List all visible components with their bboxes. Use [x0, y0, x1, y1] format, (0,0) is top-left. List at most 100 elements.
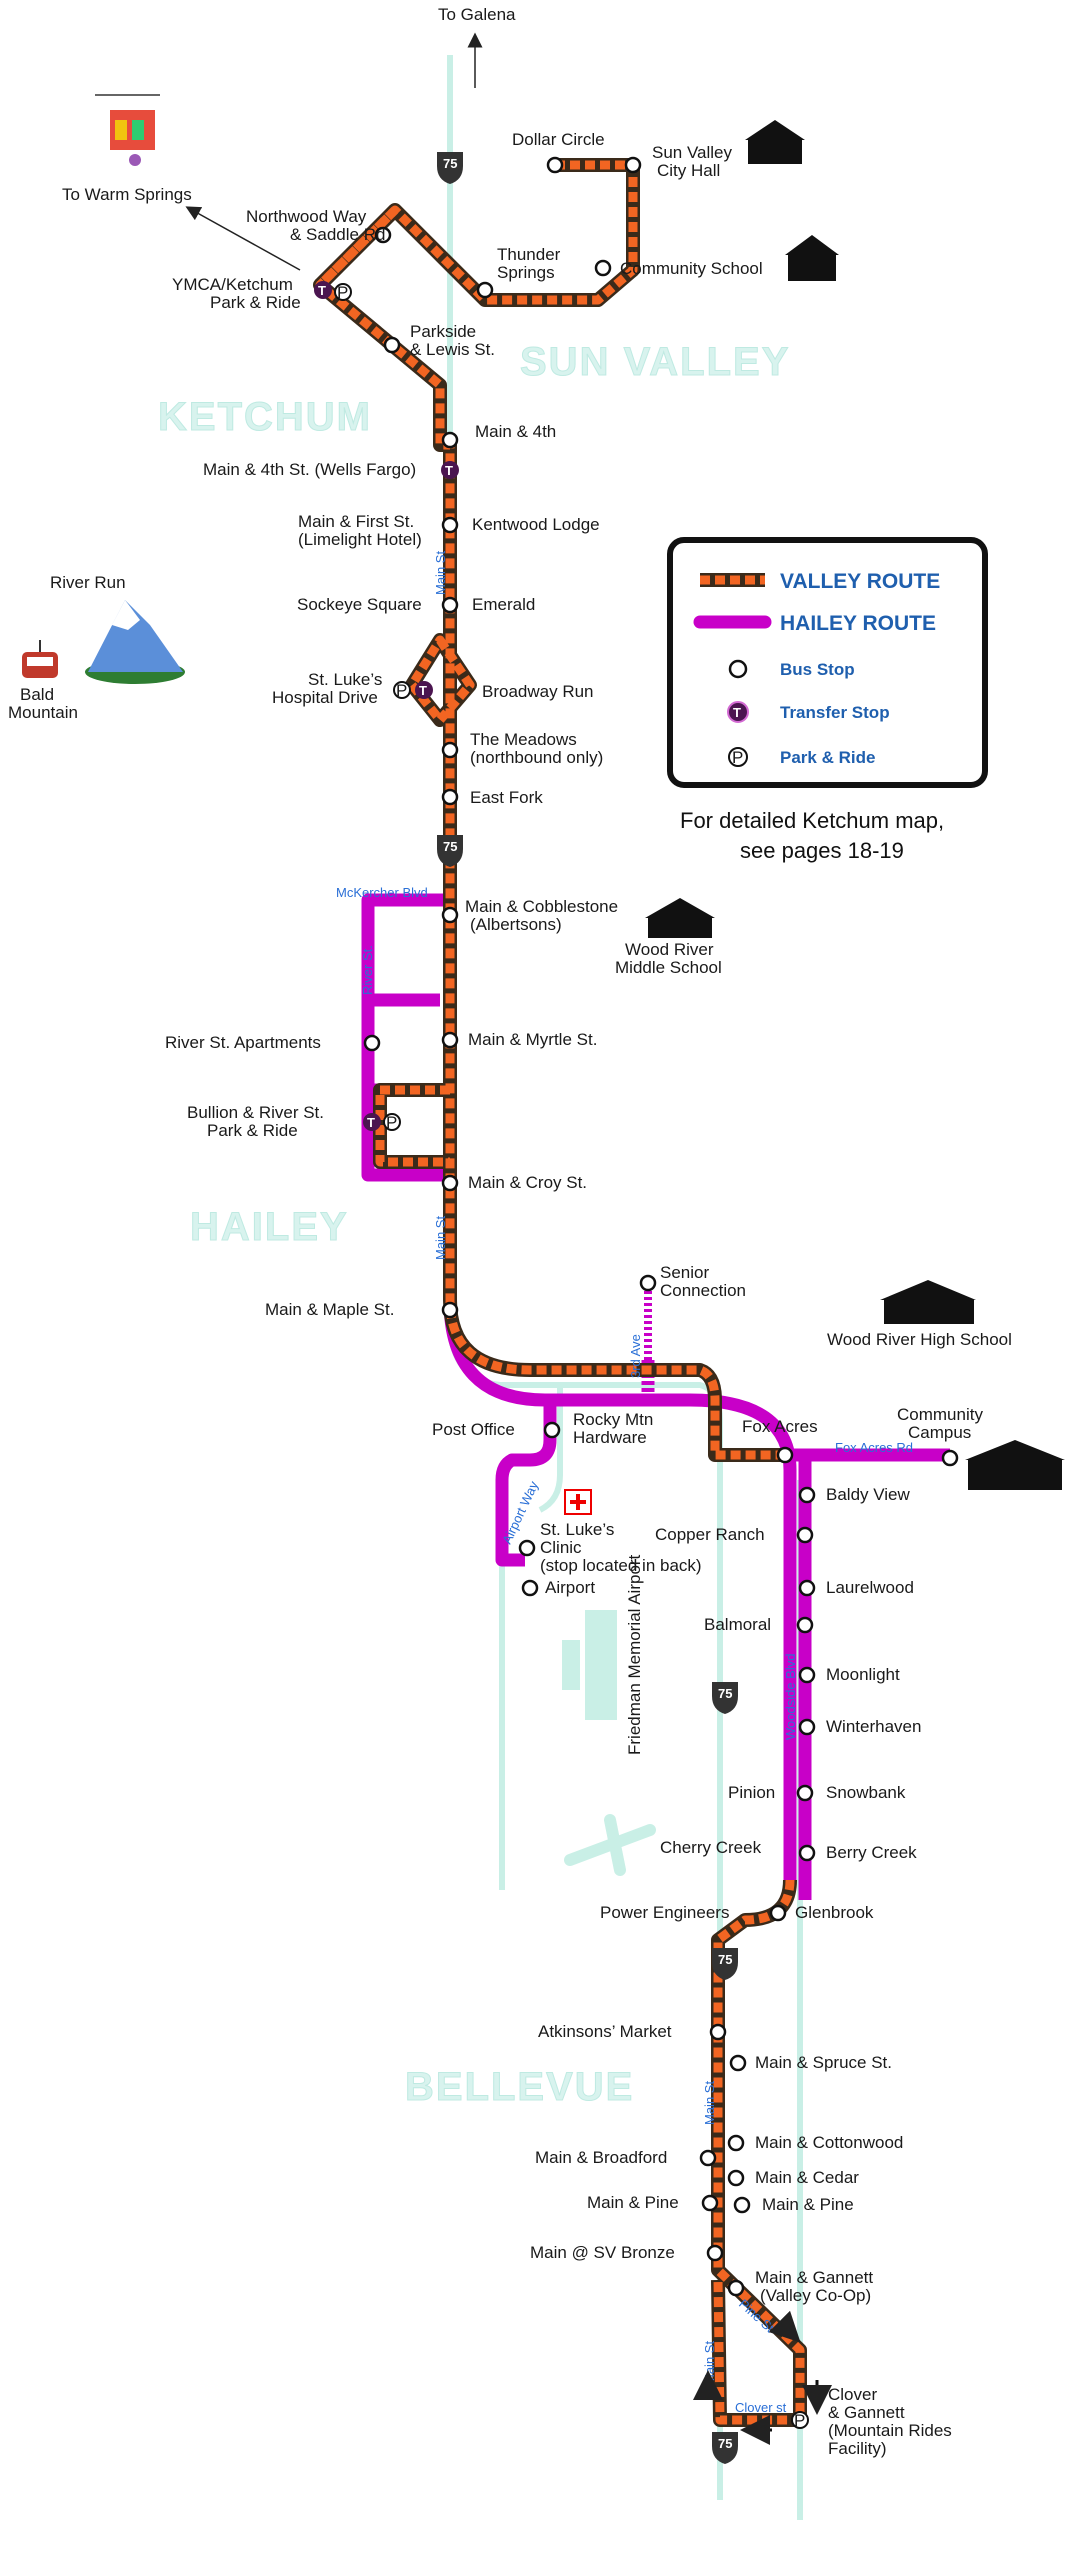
- label-main-sv-bronze: Main @ SV Bronze: [530, 2243, 675, 2262]
- label-st-lukes-clinic: St. Luke’s: [540, 1520, 614, 1539]
- svg-text:T: T: [318, 283, 326, 298]
- stop-main-pine-e[interactable]: [733, 2196, 751, 2214]
- stop-atkinsons[interactable]: [709, 2023, 727, 2041]
- svg-text:75: 75: [443, 156, 457, 171]
- valley-route-line: [313, 158, 807, 2427]
- stop-copper-ranch[interactable]: [796, 1526, 814, 1544]
- ketchum-map-note-line2: see pages 18-19: [740, 838, 904, 863]
- transfer-stop-st-lukes[interactable]: T: [415, 681, 433, 699]
- stop-main-spruce[interactable]: [729, 2054, 747, 2072]
- stop-laurelwood[interactable]: [798, 1579, 816, 1597]
- to-warm-springs-arrow-icon: [185, 206, 301, 271]
- transfer-stop-wells-fargo[interactable]: T: [441, 461, 459, 479]
- stop-main-cobblestone[interactable]: [441, 906, 459, 924]
- transfer-stop-bullion[interactable]: T: [363, 1113, 381, 1131]
- stop-main-cedar[interactable]: [727, 2169, 745, 2187]
- stop-parkside[interactable]: [383, 336, 401, 354]
- legend: VALLEY ROUTE HAILEY ROUTE Bus Stop T Tra…: [667, 537, 988, 788]
- stop-baldy-view[interactable]: [798, 1486, 816, 1504]
- stop-main-gannett[interactable]: [727, 2279, 745, 2297]
- sun-valley-city-hall-icon: [745, 120, 805, 164]
- label-broadway-run: Broadway Run: [482, 682, 594, 701]
- legend-valley-route: VALLEY ROUTE: [780, 570, 940, 593]
- stop-pinion-snowbank[interactable]: [796, 1784, 814, 1802]
- legend-bus-stop-icon: [728, 659, 748, 679]
- stop-community-school[interactable]: [594, 259, 612, 277]
- label-main-cobblestone-2: (Albertsons): [470, 915, 562, 934]
- stop-east-fork[interactable]: [441, 788, 459, 806]
- stop-main-first[interactable]: [441, 516, 459, 534]
- label-main-gannett-2: (Valley Co-Op): [760, 2286, 871, 2305]
- stop-main-broadford[interactable]: [699, 2149, 717, 2167]
- stop-main-sv-bronze[interactable]: [706, 2244, 724, 2262]
- svg-text:T: T: [445, 463, 453, 478]
- label-main-gannett: Main & Gannett: [755, 2268, 873, 2287]
- highway-shield: 75: [712, 1948, 738, 1980]
- stop-main-4th[interactable]: [441, 431, 459, 449]
- park-ride-bullion[interactable]: P: [383, 1113, 401, 1132]
- transfer-stop-ymca[interactable]: T: [314, 281, 332, 299]
- label-main-pine-w: Main & Pine: [587, 2193, 679, 2212]
- stop-river-st-apartments[interactable]: [363, 1034, 381, 1052]
- stop-balmoral[interactable]: [796, 1616, 814, 1634]
- svg-text:75: 75: [718, 1952, 732, 1967]
- park-ride-clover[interactable]: P: [791, 2411, 809, 2430]
- label-pinion: Pinion: [728, 1783, 775, 1802]
- park-ride-st-lukes[interactable]: P: [393, 681, 411, 700]
- svg-text:P: P: [386, 1113, 397, 1132]
- label-clover-gannett: Clover: [828, 2385, 877, 2404]
- label-ymca-2: Park & Ride: [210, 293, 301, 312]
- community-campus-icon: [965, 1440, 1065, 1490]
- label-bullion-river-2: Park & Ride: [207, 1121, 298, 1140]
- label-clover-gannett-4: Facility): [828, 2439, 887, 2458]
- label-community-campus: Community: [897, 1405, 983, 1424]
- label-glenbrook: Glenbrook: [795, 1903, 874, 1922]
- label-winterhaven: Winterhaven: [826, 1717, 921, 1736]
- chairlift-icon: [95, 94, 160, 166]
- stop-main-croy[interactable]: [441, 1174, 459, 1192]
- stop-power-engineers[interactable]: [769, 1904, 787, 1922]
- label-bullion-river: Bullion & River St.: [187, 1103, 324, 1122]
- highway-shield: 75: [712, 2432, 738, 2464]
- airport-name-label: Friedman Memorial Airport: [625, 1554, 644, 1755]
- stop-winterhaven[interactable]: [798, 1718, 816, 1736]
- park-ride-ymca[interactable]: P: [334, 283, 352, 302]
- legend-transfer-stop: Transfer Stop: [780, 703, 890, 722]
- stop-the-meadows[interactable]: [441, 741, 459, 759]
- stop-dollar-circle[interactable]: [546, 156, 564, 174]
- stop-sockeye-emerald[interactable]: [441, 596, 459, 614]
- stop-fox-acres[interactable]: [776, 1446, 794, 1464]
- stop-berry-creek[interactable]: [798, 1844, 816, 1862]
- stop-northwood-way[interactable]: [374, 226, 392, 244]
- stop-st-lukes-clinic[interactable]: [518, 1539, 536, 1557]
- bald-mountain-label-line2: Mountain: [8, 703, 78, 722]
- stop-main-cottonwood[interactable]: [727, 2134, 745, 2152]
- stop-airport[interactable]: [521, 1579, 539, 1597]
- svg-text:75: 75: [718, 1686, 732, 1701]
- legend-bus-stop: Bus Stop: [780, 660, 855, 679]
- label-copper-ranch: Copper Ranch: [655, 1525, 765, 1544]
- label-main-4th: Main & 4th: [475, 422, 556, 441]
- label-main-maple: Main & Maple St.: [265, 1300, 394, 1319]
- stop-sun-valley-city-hall[interactable]: [624, 156, 642, 174]
- label-community-campus-2: Campus: [908, 1423, 971, 1442]
- label-rocky-mtn: Rocky Mtn: [573, 1410, 653, 1429]
- legend-transfer-icon: [727, 701, 749, 723]
- label-dollar-circle: Dollar Circle: [512, 130, 605, 149]
- label-laurelwood: Laurelwood: [826, 1578, 914, 1597]
- stop-main-maple[interactable]: [441, 1301, 459, 1319]
- stop-moonlight[interactable]: [798, 1666, 816, 1684]
- town-bellevue: BELLEVUE: [405, 2065, 634, 2109]
- stop-main-pine-w[interactable]: [701, 2194, 719, 2212]
- stop-post-office[interactable]: [543, 1421, 561, 1439]
- stop-main-myrtle[interactable]: [441, 1031, 459, 1049]
- town-sun-valley: SUN VALLEY: [520, 340, 790, 384]
- label-east-fork: East Fork: [470, 788, 543, 807]
- stop-senior-connection[interactable]: [639, 1274, 657, 1292]
- stop-thunder-springs[interactable]: [476, 281, 494, 299]
- label-parkside: Parkside: [410, 322, 476, 341]
- ketchum-map-note-line1: For detailed Ketchum map,: [680, 808, 944, 833]
- label-kentwood-lodge: Kentwood Lodge: [472, 515, 600, 534]
- stop-community-campus[interactable]: [941, 1449, 959, 1467]
